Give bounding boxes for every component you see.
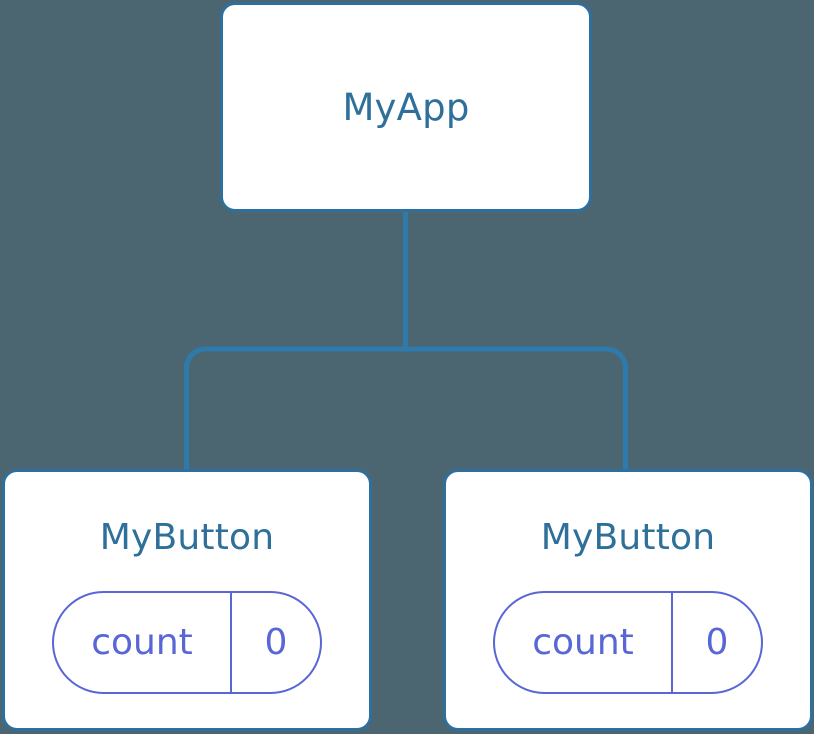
state-value: 0: [232, 593, 320, 692]
state-pill[interactable]: count 0: [493, 591, 763, 694]
state-key: count: [495, 593, 673, 692]
state-value: 0: [673, 593, 761, 692]
component-node-myapp[interactable]: MyApp: [220, 2, 592, 212]
state-key-label: count: [532, 621, 634, 663]
state-value-label: 0: [264, 621, 288, 663]
component-title: MyButton: [540, 517, 716, 558]
state-pill[interactable]: count 0: [52, 591, 322, 694]
component-node-mybutton-1[interactable]: MyButton count 0: [2, 469, 372, 731]
state-key: count: [54, 593, 232, 692]
component-title: MyApp: [342, 85, 470, 129]
component-title: MyButton: [99, 517, 275, 558]
component-node-mybutton-2[interactable]: MyButton count 0: [443, 469, 813, 731]
connector-branch-left: [184, 346, 406, 470]
state-value-label: 0: [705, 621, 729, 663]
connector-branch-right: [405, 346, 628, 470]
state-key-label: count: [91, 621, 193, 663]
